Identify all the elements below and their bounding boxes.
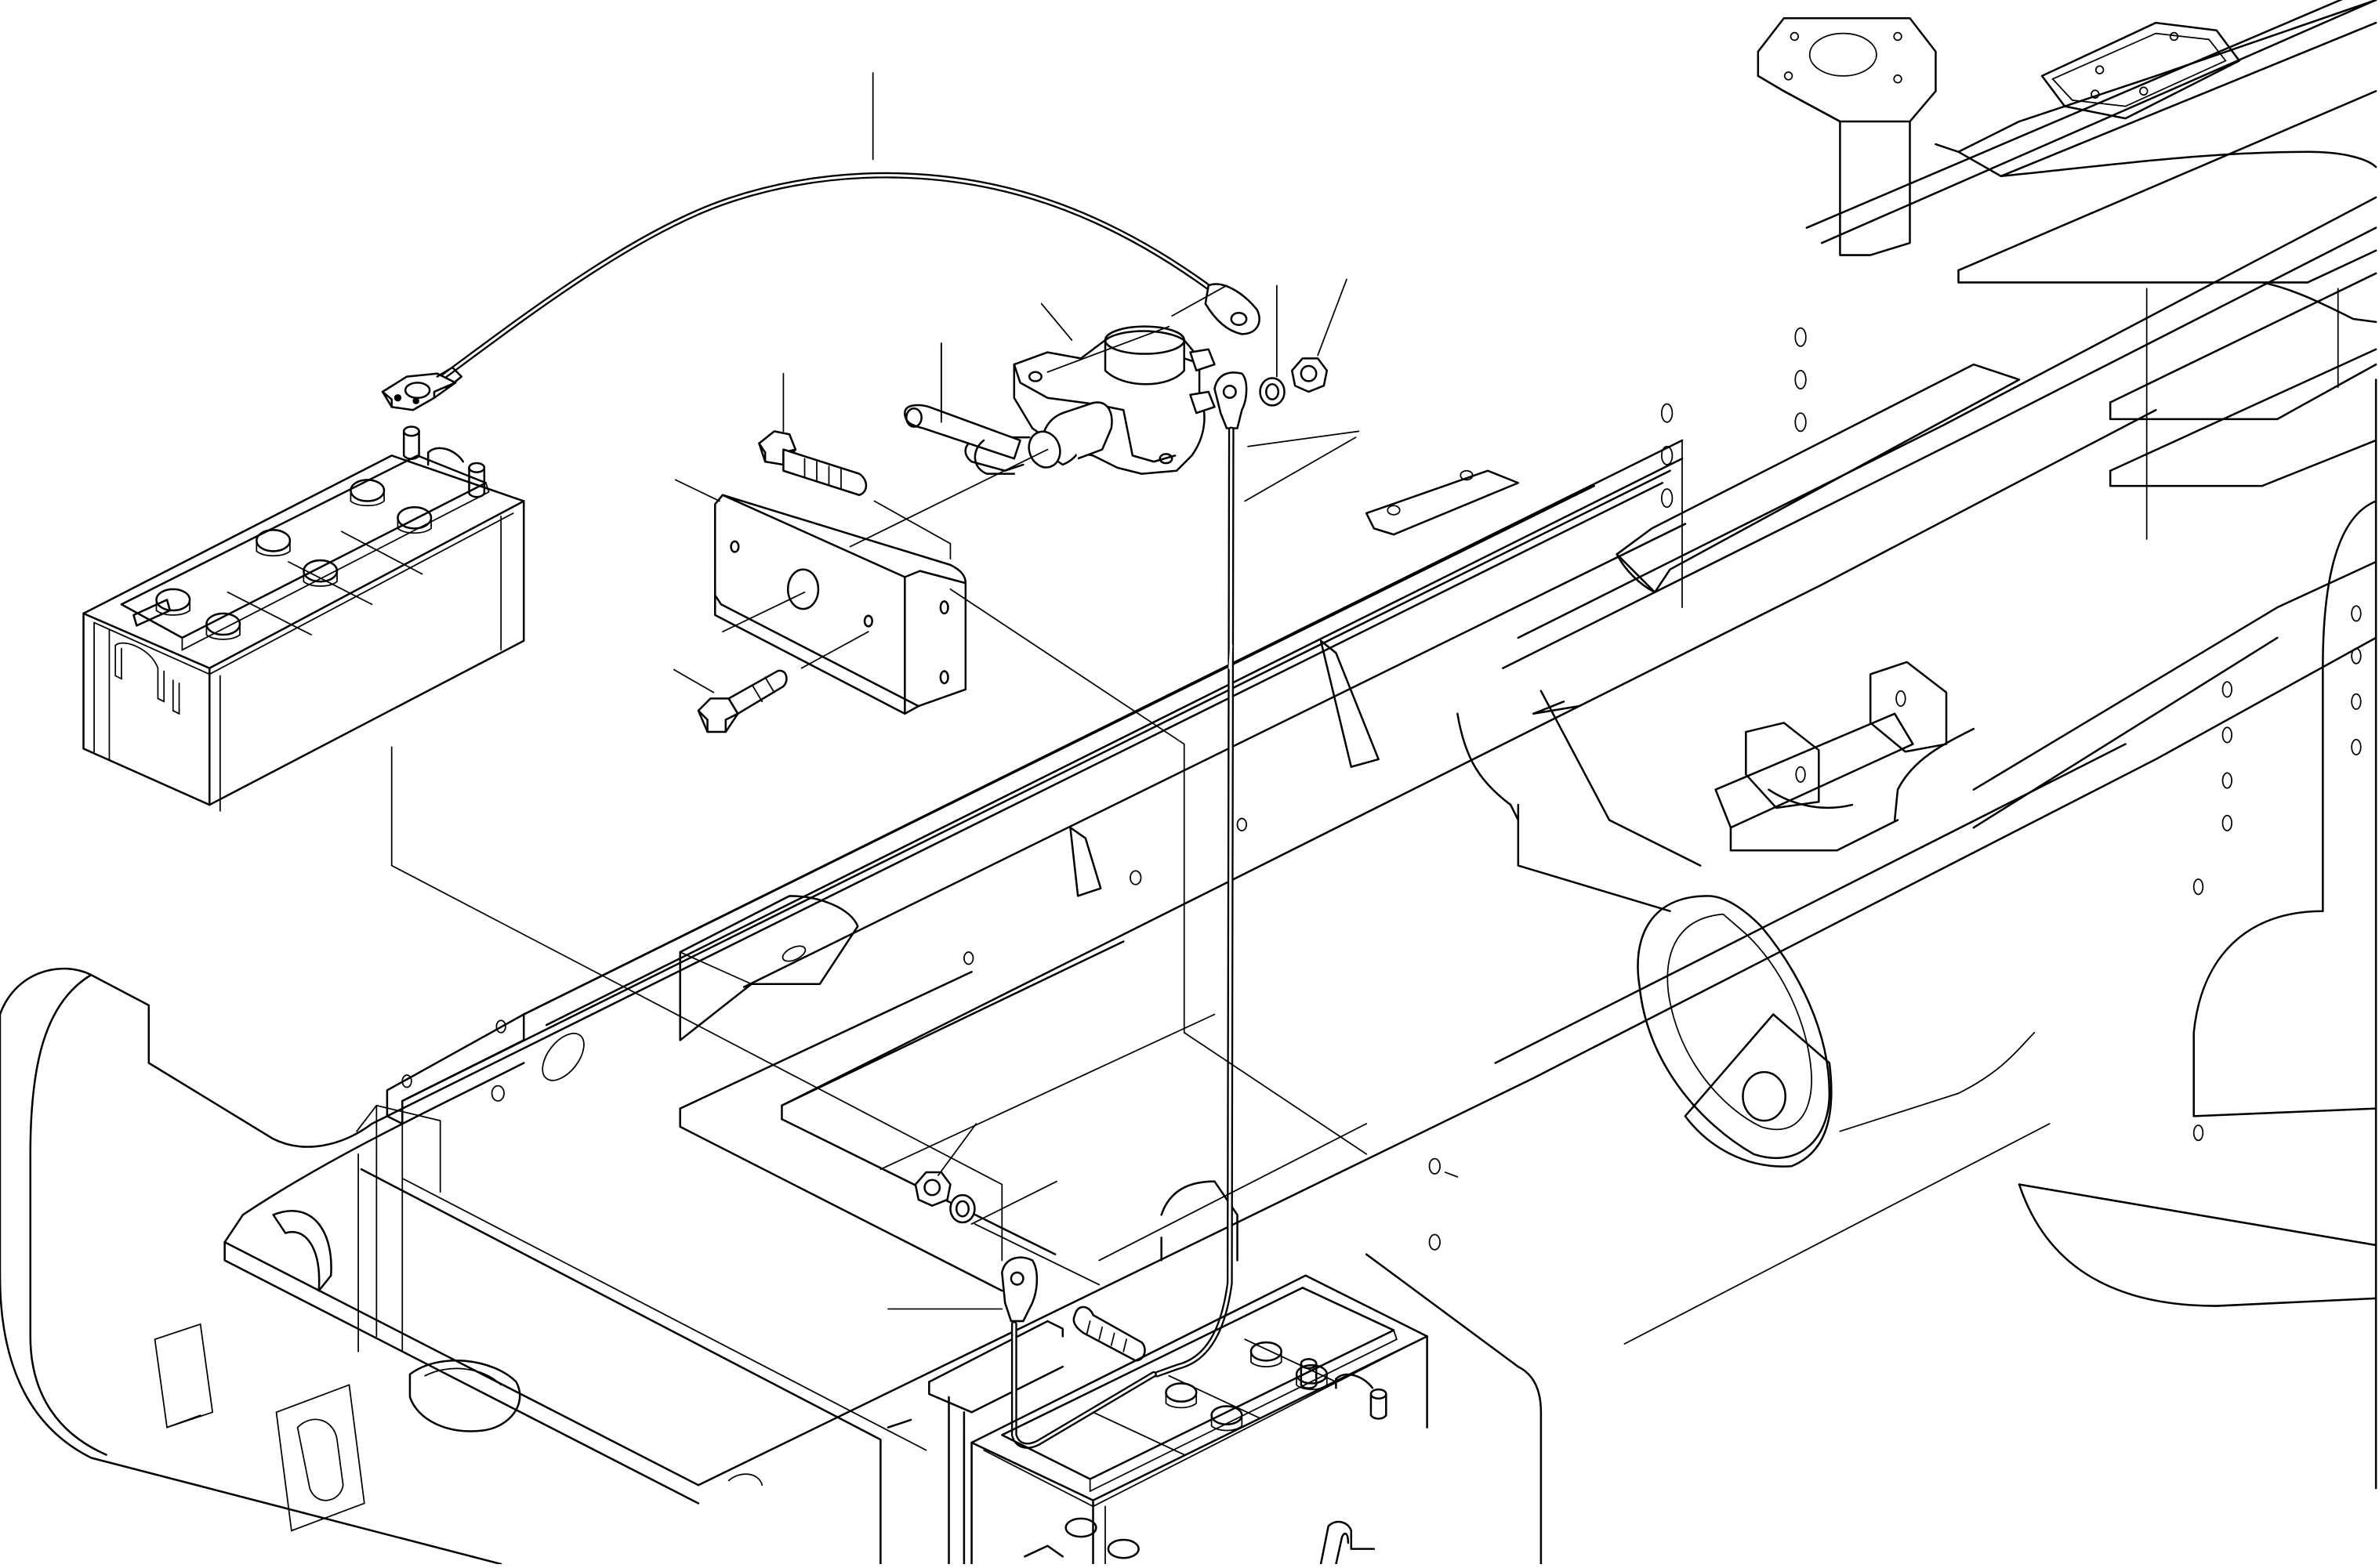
- counterweight: [0, 967, 763, 1566]
- battery-terminal-clamp: [381, 366, 463, 411]
- cable-ring-terminal-upper: [1204, 283, 1260, 335]
- assembly-centerlines: [357, 284, 1368, 1353]
- battery-upper: [82, 425, 525, 812]
- side-housing: [1839, 378, 2377, 1490]
- washer-upper: [1259, 377, 1286, 407]
- relay-mount-bracket: [713, 494, 967, 715]
- frame-rail-main: [522, 327, 2021, 1027]
- nut-upper: [1290, 357, 1329, 393]
- nut-lower: [914, 1171, 952, 1207]
- battery-cable-vertical: [1153, 371, 1248, 1378]
- leader-bracket: [675, 479, 720, 502]
- bolt-upper: [758, 430, 868, 497]
- leader-relay: [1040, 302, 1073, 341]
- leader-nut-upper: [1317, 278, 1347, 357]
- leader-nut-lower: [937, 1123, 977, 1176]
- battery-tray-lower: [887, 1180, 1543, 1566]
- battery-lower: [970, 1274, 1428, 1566]
- leader-bolt-lower: [673, 668, 715, 693]
- frame-rail-far: [1502, 0, 2377, 669]
- callout-leaders: [673, 72, 1347, 1310]
- mount-post: [1757, 16, 1937, 256]
- walkway-left: [223, 1062, 1535, 1505]
- frame-diagonals: [781, 408, 2377, 1345]
- battery-relay: [904, 325, 1216, 475]
- battery-cable-upper: [440, 172, 1218, 380]
- bolt-lower: [697, 669, 788, 733]
- boom-bracket: [1456, 560, 2377, 1168]
- leader-washer-lower: [970, 1180, 1057, 1225]
- washer-lower: [949, 1193, 976, 1224]
- terminal-stud-lower: [1072, 1305, 1146, 1362]
